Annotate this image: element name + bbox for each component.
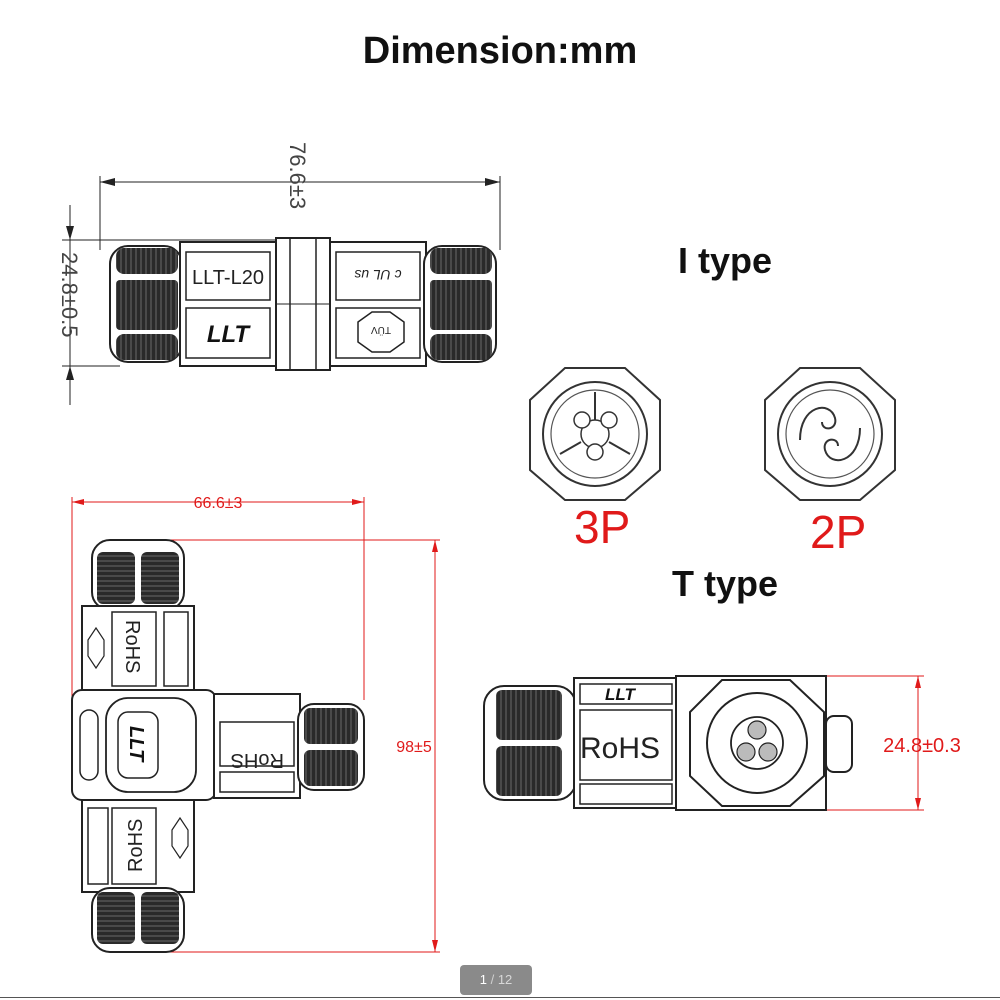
t-type-rohs-bottom: RoHS (125, 819, 147, 872)
pager-separator: / (490, 972, 495, 987)
i-type-ul-mark: c UL us (354, 267, 401, 283)
page-indicator[interactable]: 1 / 12 (460, 965, 532, 995)
i-type-drawing: 76.6±3 24.8±0.5 LLT-L20 LLT c UL us TÜV (57, 142, 501, 405)
pager-current: 1 (479, 972, 487, 987)
i-type-diameter-dimension: 24.8±0.5 (57, 252, 82, 337)
pin-face-2p (764, 367, 896, 501)
pin-count-3p: 3P (574, 501, 631, 553)
i-type-tuv-mark: TÜV (371, 324, 391, 336)
i-type-length-dimension: 76.6±3 (285, 142, 310, 209)
i-type-logo: LLT (207, 321, 252, 348)
t-type-side-rohs: RoHS (580, 732, 660, 765)
t-type-width-dimension: 66.6±3 (194, 495, 243, 512)
pager-total: 12 (497, 972, 513, 987)
t-type-side-logo: LLT (605, 685, 637, 704)
page-title: Dimension:mm (362, 30, 638, 72)
t-type-label: T type (672, 563, 779, 604)
t-type-front-drawing: RoHS RoHS RoHS LLT (71, 497, 440, 953)
bottom-divider (0, 997, 1000, 998)
t-type-side-drawing: RoHS LLT (483, 675, 924, 811)
t-type-rohs-top: RoHS (121, 620, 143, 673)
t-type-logo-hub: LLT (125, 726, 147, 763)
t-type-side-diameter-dimension: 24.8±0.3 (883, 735, 961, 757)
t-type-rohs-right: RoHS (231, 749, 284, 771)
t-type-height-dimension: 98±5 (396, 739, 432, 756)
pin-face-3p (529, 367, 661, 501)
pin-count-2p: 2P (810, 506, 867, 558)
i-type-label: I type (678, 240, 773, 281)
i-type-model-text: LLT-L20 (192, 267, 264, 289)
